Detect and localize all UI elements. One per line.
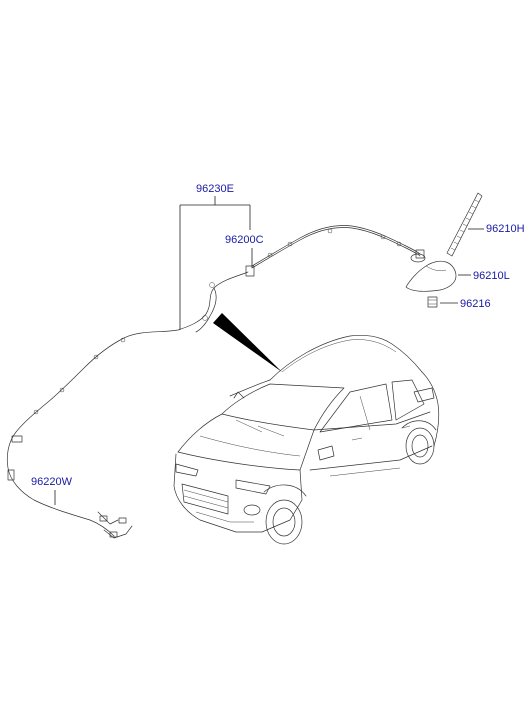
antenna-nut-96216 xyxy=(427,296,438,308)
antenna-rod-96210H xyxy=(446,192,483,257)
pointer-wedge xyxy=(213,313,282,372)
feeder-cable xyxy=(6,271,249,539)
label-96216[interactable]: 96216 xyxy=(460,298,491,310)
leader-96230E xyxy=(179,196,251,330)
label-96210H[interactable]: 96210H xyxy=(486,223,525,235)
label-96200C[interactable]: 96200C xyxy=(225,234,264,246)
roof-harness xyxy=(245,225,425,277)
vehicle-illustration xyxy=(173,334,440,545)
antenna-base-96210L xyxy=(405,253,457,292)
label-96210L[interactable]: 96210L xyxy=(473,270,510,282)
label-96230E[interactable]: 96230E xyxy=(196,183,234,195)
label-96220W[interactable]: 96220W xyxy=(31,476,73,488)
